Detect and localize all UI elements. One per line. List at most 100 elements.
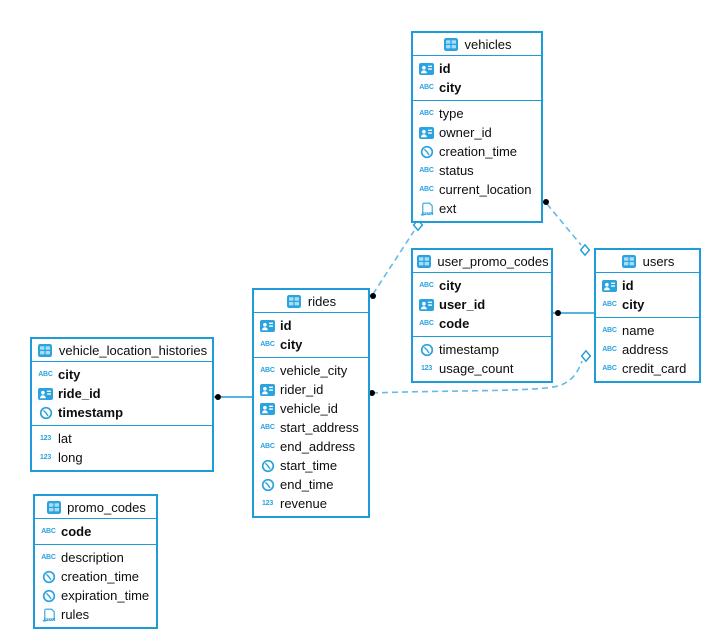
clock-icon bbox=[259, 459, 276, 473]
field-name: timestamp bbox=[58, 405, 124, 420]
field-row: ABC code bbox=[413, 314, 551, 333]
field-name: creation_time bbox=[61, 569, 140, 584]
field-name: start_time bbox=[280, 458, 338, 473]
text-icon: ABC bbox=[260, 367, 275, 374]
columns-section: ABC type owner_id creation_time ABC stat… bbox=[413, 101, 541, 221]
table-header-promo-codes[interactable]: promo_codes bbox=[35, 496, 156, 519]
field-row: start_time bbox=[254, 456, 368, 475]
clock-icon bbox=[37, 406, 54, 420]
field-name: code bbox=[439, 316, 470, 331]
field-row: ride_id bbox=[32, 384, 212, 403]
field-name: city bbox=[439, 278, 462, 293]
table-icon bbox=[415, 254, 432, 268]
field-name: vehicle_id bbox=[280, 401, 338, 416]
field-row: JSON ext bbox=[413, 199, 541, 218]
field-name: ride_id bbox=[58, 386, 101, 401]
field-row: ABC city bbox=[596, 295, 699, 314]
clock-icon bbox=[40, 570, 57, 584]
table-rides[interactable]: rides id ABC city ABC vehicle_city rider… bbox=[252, 288, 370, 518]
table-icon bbox=[45, 500, 62, 514]
field-name: id bbox=[280, 318, 292, 333]
field-row: ABC city bbox=[32, 365, 212, 384]
connection-dot-vlh bbox=[215, 394, 221, 400]
field-name: user_id bbox=[439, 297, 486, 312]
table-header-user-promo-codes[interactable]: user_promo_codes bbox=[413, 250, 551, 273]
field-row: id bbox=[596, 276, 699, 295]
field-row: ABC vehicle_city bbox=[254, 361, 368, 380]
field-row: ABC code bbox=[35, 522, 156, 541]
primary-key-section: id ABC city bbox=[596, 273, 699, 318]
field-row: expiration_time bbox=[35, 586, 156, 605]
field-name: address bbox=[622, 342, 669, 357]
table-header-vehicle-location-histories[interactable]: vehicle_location_histories bbox=[32, 339, 212, 362]
table-header-rides[interactable]: rides bbox=[254, 290, 368, 313]
primary-key-section: ABC city user_id ABC code bbox=[413, 273, 551, 337]
field-name: rider_id bbox=[280, 382, 324, 397]
svg-text:JSON: JSON bbox=[43, 617, 55, 622]
columns-section: ABC description creation_time expiration… bbox=[35, 545, 156, 627]
text-icon: ABC bbox=[419, 110, 434, 117]
number-icon: 123 bbox=[420, 365, 433, 372]
json-icon: JSON bbox=[40, 608, 57, 622]
table-users[interactable]: users id ABC city ABC name ABC address A… bbox=[594, 248, 701, 383]
field-name: credit_card bbox=[622, 361, 687, 376]
clock-icon bbox=[418, 343, 435, 357]
table-title: vehicle_location_histories bbox=[58, 342, 208, 358]
field-row: id bbox=[413, 59, 541, 78]
id-icon bbox=[37, 387, 54, 400]
relation-line-vehicles-users[interactable] bbox=[546, 203, 582, 246]
number-icon: 123 bbox=[39, 435, 52, 442]
field-row: id bbox=[254, 316, 368, 335]
table-header-users[interactable]: users bbox=[596, 250, 699, 273]
field-name: rules bbox=[61, 607, 90, 622]
field-row: ABC type bbox=[413, 104, 541, 123]
field-name: lat bbox=[58, 431, 72, 446]
field-row: vehicle_id bbox=[254, 399, 368, 418]
connection-dot-upc bbox=[555, 310, 561, 316]
text-icon: ABC bbox=[602, 365, 617, 372]
table-vehicle-location-histories[interactable]: vehicle_location_histories ABC city ride… bbox=[30, 337, 214, 472]
text-icon: ABC bbox=[419, 282, 434, 289]
relation-line-rides-users[interactable] bbox=[371, 360, 583, 394]
connection-dot-rides-top bbox=[370, 293, 376, 299]
field-name: end_address bbox=[280, 439, 356, 454]
field-name: timestamp bbox=[439, 342, 499, 357]
field-row: JSON rules bbox=[35, 605, 156, 624]
field-name: owner_id bbox=[439, 125, 492, 140]
columns-section: ABC vehicle_city rider_id vehicle_id ABC… bbox=[254, 358, 368, 516]
field-row: creation_time bbox=[413, 142, 541, 161]
text-icon: ABC bbox=[41, 554, 56, 561]
field-name: creation_time bbox=[439, 144, 518, 159]
field-row: 123 lat bbox=[32, 429, 212, 448]
table-promo-codes[interactable]: promo_codes ABC code ABC description cre… bbox=[33, 494, 158, 629]
table-user-promo-codes[interactable]: user_promo_codes ABC city user_id ABC co… bbox=[411, 248, 553, 383]
field-name: id bbox=[439, 61, 451, 76]
table-vehicles[interactable]: vehicles id ABC city ABC type owner_id bbox=[411, 31, 543, 223]
field-row: ABC city bbox=[413, 276, 551, 295]
id-icon bbox=[259, 319, 276, 332]
field-name: id bbox=[622, 278, 634, 293]
text-icon: ABC bbox=[260, 424, 275, 431]
id-icon bbox=[601, 279, 618, 292]
field-row: ABC end_address bbox=[254, 437, 368, 456]
table-title: rides bbox=[307, 293, 337, 309]
relation-diamond-users-bottom-end bbox=[580, 349, 592, 363]
field-row: user_id bbox=[413, 295, 551, 314]
table-title: promo_codes bbox=[67, 499, 146, 515]
relation-line-rides-vehicles[interactable] bbox=[372, 230, 415, 295]
text-icon: ABC bbox=[38, 371, 53, 378]
table-title: user_promo_codes bbox=[437, 253, 549, 269]
field-name: city bbox=[58, 367, 81, 382]
table-icon bbox=[621, 254, 638, 268]
field-name: long bbox=[58, 450, 83, 465]
number-icon: 123 bbox=[39, 454, 52, 461]
text-icon: ABC bbox=[419, 167, 434, 174]
field-name: vehicle_city bbox=[280, 363, 348, 378]
field-row: end_time bbox=[254, 475, 368, 494]
field-row: 123 revenue bbox=[254, 494, 368, 513]
text-icon: ABC bbox=[602, 327, 617, 334]
id-icon bbox=[259, 383, 276, 396]
clock-icon bbox=[40, 589, 57, 603]
table-header-vehicles[interactable]: vehicles bbox=[413, 33, 541, 56]
field-name: type bbox=[439, 106, 464, 121]
